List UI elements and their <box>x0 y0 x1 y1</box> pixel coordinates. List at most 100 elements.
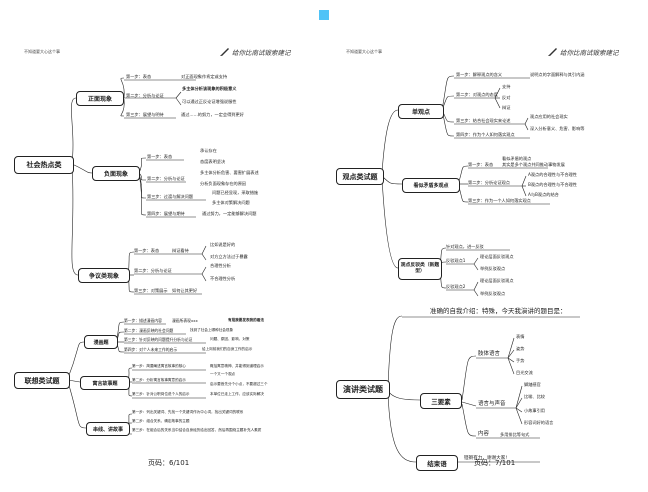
node-fable: 寓言故事题 <box>80 376 130 390</box>
single-step-1: 第一步：解释观点的含义 <box>456 72 503 77</box>
comic-note-3: 问题、原因、影响、对策 <box>210 337 250 341</box>
page-number-right: 页码：7/101 <box>474 459 516 467</box>
conflict-note-4: B观点的合理性与不合理性 <box>528 182 577 187</box>
negative-note-3: 多主体分析危害、要害扩展表述 <box>200 170 259 175</box>
conflict-note-2: 其实是多个观点共同推动事物发展 <box>502 162 565 167</box>
root-association: 联想类试题 <box>14 372 70 389</box>
negative-note-7: 通过努力，一定能够解决问题 <box>202 211 257 216</box>
positive-note-2: 多主体分析该现象的积极意义 <box>182 86 237 91</box>
conflict-step-2: 第二步：分析论证观点 <box>468 180 510 185</box>
page-7: 不知道要大心这个事 给你比南试锻索建记 <box>330 30 642 472</box>
single-step-2: 第二步：对观点的态度 <box>456 92 498 97</box>
conflict-note-3: A观点的合理性与不合理性 <box>528 172 577 177</box>
debate-tag-3: 如何让其更好 <box>172 288 198 293</box>
opposite-step-2: 反驳观点1 <box>446 258 466 263</box>
page-number: 页码：6/101 <box>148 459 190 467</box>
node-positive: 正面现象 <box>76 91 124 106</box>
node-ending: 结束语 <box>416 455 458 471</box>
fable-step-2: 第二步：分析寓言故事寓意的启示 <box>132 378 186 382</box>
fable-note-1: 概括寓意精神、并能得到道理启示 <box>210 364 264 368</box>
body-lang-3: 手势 <box>516 358 525 363</box>
story-step-3: 第三步：在组合后的关系当中结合自身经历给出回答，然后再围绕主题补充人素质 <box>132 428 262 432</box>
negative-note-1: 承认存在 <box>200 148 217 153</box>
comic-note-2: 找到了社会上哪种社会现象 <box>190 328 234 332</box>
mindmap-lines-right <box>381 75 550 463</box>
node-three-elements: 三要素 <box>420 393 462 409</box>
comic-note-1: 漫画所表现xxx <box>172 318 198 323</box>
node-comic: 漫画题 <box>84 335 118 349</box>
conflict-step-3: 第三步：作为一个人如何落实观点 <box>468 198 531 203</box>
node-negative: 负面现象 <box>92 166 140 181</box>
comic-side-note: 有是我要发表我的看法 <box>228 318 264 322</box>
single-note-3: 反对 <box>502 95 511 100</box>
fable-step-3: 第三步：针对公职岗位说个人的启示 <box>132 392 190 396</box>
negative-step-3: 第三步：过渡与解决问题 <box>147 194 194 199</box>
opposite-note-1: 理论层面反驳观点 <box>480 254 514 259</box>
fable-note-3: 启示要首先分个小点，不要超过三个 <box>210 382 268 386</box>
debate-tag-2: 合理性分析 <box>210 263 231 268</box>
single-note-6: 深入分析意义、危害、影响等 <box>530 126 585 131</box>
single-note-4: 辩证 <box>502 105 511 110</box>
voice-3: 小故事引用 <box>524 408 545 413</box>
story-step-1: 第一步：列出关键词、先找一个关键词作为中心词，找出关键词的联系 <box>132 410 244 414</box>
debate-step-1: 第一步：表态 <box>134 248 160 253</box>
negative-note-2: 态度表明坚决 <box>200 159 226 164</box>
conflict-note-5: A与B观点的结合 <box>528 192 559 197</box>
pen-icon <box>220 48 229 56</box>
body-language-label: 肢体语言 <box>478 351 501 357</box>
negative-note-6: 多主体对策解决问题 <box>212 200 250 205</box>
single-note-2: 支持 <box>502 84 511 89</box>
debate-step-3: 第三步：对策展示 <box>134 288 168 293</box>
debate-note-1: 比如说是好的 <box>210 242 236 247</box>
body-lang-4: 目光交流 <box>516 370 533 375</box>
negative-note-4: 分析负面现象存在的原因 <box>200 181 247 186</box>
positive-note-3: 可以通过正反论证增强说服性 <box>182 99 237 104</box>
conflict-note-1: 看似矛盾的观点 <box>502 156 532 161</box>
header-note: 不知道要大心这个事 <box>346 49 382 54</box>
positive-note-1: 对正面现象作肯定或支持 <box>181 74 228 79</box>
voice-1: 脚踏感官 <box>524 382 541 387</box>
content-note: 多用排比等句式 <box>500 432 530 437</box>
opposite-step-1: 针对观点，进一反驳 <box>446 244 484 249</box>
comic-step-4: 第四步：对个人未来工作的启示 <box>124 347 178 352</box>
pen-icon <box>548 48 557 56</box>
page-6: 不知道要大心这个事 给你比南试锻索建记 <box>6 30 318 472</box>
negative-step-1: 第一步：表态 <box>147 154 173 159</box>
positive-step-3: 第三步：展望与明待 <box>126 112 164 117</box>
fable-step-1: 第一步：简要阐述寓言故事的核心 <box>132 364 186 368</box>
debate-tag-1: 辩证看待 <box>172 248 189 253</box>
opposite-note-2: 举例反驳观点 <box>480 266 506 271</box>
body-lang-2: 姿势 <box>516 346 525 351</box>
comic-step-2: 第二步：漫画反映的社会问题 <box>124 328 174 333</box>
comic-note-4: 给上岗前我们的自身工作的启示 <box>202 347 253 351</box>
debate-note-3: 不合理性分析 <box>210 276 236 281</box>
negative-step-4: 第四步：展望与期待 <box>147 211 185 216</box>
node-storytelling: 串线、讲故事 <box>86 422 130 436</box>
single-step-4: 第四步：作为个人如何落实观点 <box>456 132 515 137</box>
fable-note-4: 本单位已走上工作，应该实际解决 <box>210 392 264 396</box>
node-debate: 争议类现象 <box>78 268 130 283</box>
positive-step-2: 第二步：分析与论证 <box>126 93 164 98</box>
header-note: 不知道要大心这个事 <box>24 49 60 54</box>
tab-indicator[interactable] <box>319 10 329 20</box>
negative-note-5: 问题已经显现，采取措施 <box>212 190 259 195</box>
conflict-step-1: 第一步：表态 <box>468 162 494 167</box>
voice-4: 形容词好的语言 <box>524 420 554 425</box>
debate-step-2: 第二步：分析与论证 <box>134 268 172 273</box>
debate-note-2: 对方立方法过于暴露 <box>210 254 248 259</box>
node-opposite-view: 观点反驳类（新题型） <box>398 258 442 280</box>
header-brand: 给你比南试锻索建记 <box>232 49 291 57</box>
root-view-questions: 观点类试题 <box>336 168 384 185</box>
voice-2: 比喻、比较 <box>524 394 545 399</box>
root-social-hotspot: 社会热点类 <box>14 156 74 174</box>
header-brand: 给你比南试锻索建记 <box>560 49 619 57</box>
opposite-note-4: 举例反驳观点 <box>480 291 506 296</box>
opposite-step-3: 反驳观点2 <box>446 284 466 289</box>
comic-step-3: 第三步：针对反映的问题提升分析与论证 <box>124 337 193 342</box>
content-label: 内容 <box>478 431 490 437</box>
story-step-2: 第二步：组合关系，确定故事的主题 <box>132 419 190 423</box>
voice-label: 语言与声音 <box>478 401 506 407</box>
negative-step-2: 第二步：分析与论证 <box>147 176 185 181</box>
positive-step-1: 第一步：表态 <box>126 74 152 79</box>
node-conflict-view: 看似矛盾多观点 <box>402 178 460 193</box>
